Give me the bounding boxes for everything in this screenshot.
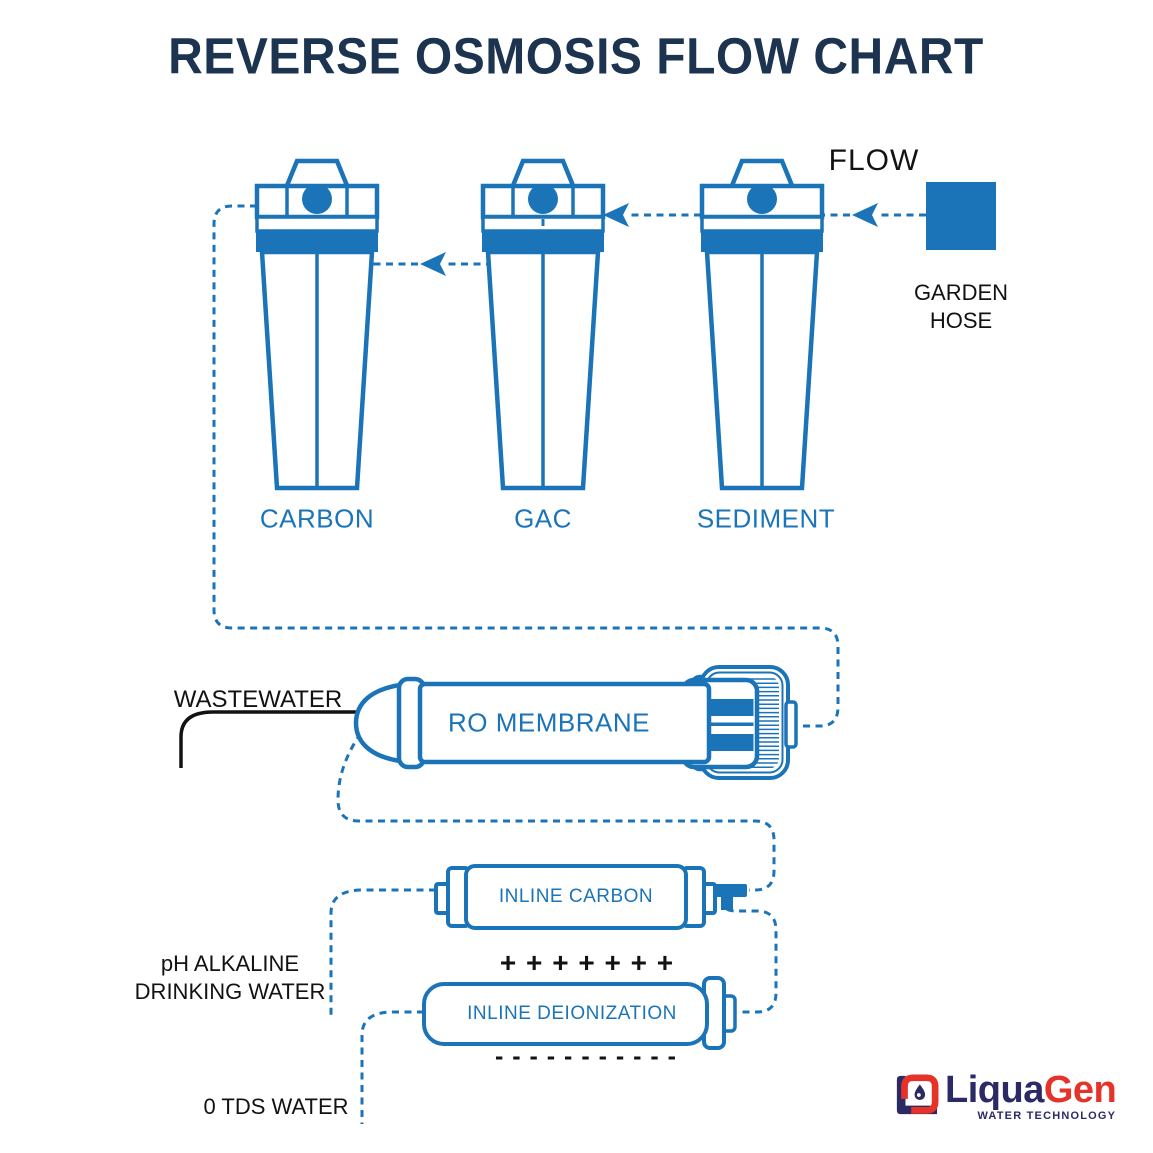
gac-blue-band (482, 231, 604, 252)
alkaline-output-line2: DRINKING WATER (134, 979, 326, 1004)
membrane-body (417, 681, 712, 765)
tube-tee-to-deionization (725, 908, 778, 1014)
flow-arrowheads (420, 203, 878, 276)
arrowhead-into-carbon (420, 252, 446, 276)
tube-to-alkaline-output (329, 888, 436, 1018)
liquagen-logo-text: LiquaGen WATER TECHNOLOGY (945, 1068, 1117, 1122)
logo-red-square (901, 1074, 939, 1114)
flow-label: FLOW (828, 144, 920, 177)
carbon-collar-band (255, 215, 379, 233)
deionization-body (422, 982, 709, 1046)
sediment-blue-band (701, 231, 823, 252)
inline-deionization-unit (422, 976, 737, 1050)
garden-hose-label: GARDEN HOSE (914, 279, 1008, 335)
carbon-blue-band (256, 231, 378, 252)
wastewater-line (179, 710, 356, 768)
alkaline-output-label: pH ALKALINE DRINKING WATER (135, 950, 326, 1006)
inline-carbon-body (464, 864, 688, 930)
membrane-dome (353, 681, 410, 765)
garden-hose-label-line2: HOSE (929, 308, 993, 333)
tube-membrane-to-inline-carbon (336, 732, 776, 892)
carbon-port-circle (302, 184, 332, 214)
brand-name-primary: Liqua (945, 1069, 1044, 1111)
tee-fitting-bar (713, 884, 747, 897)
membrane-cap-stripe (686, 722, 754, 726)
arrowhead-into-sediment (852, 203, 878, 227)
wastewater-label: WASTEWATER (173, 686, 343, 713)
alkaline-output-line1: pH ALKALINE (160, 951, 300, 976)
liquagen-logo-mark (896, 1074, 939, 1115)
inline-deionization-label: INLINE DEIONIZATION (467, 1003, 677, 1024)
liquagen-logo: LiquaGen WATER TECHNOLOGY (893, 1068, 1143, 1140)
garden-hose-label-line1: GARDEN (913, 280, 1009, 305)
gac-port-circle (528, 184, 558, 214)
zero-tds-label: 0 TDS WATER (203, 1094, 349, 1119)
carbon-filter-label: CARBON (259, 503, 375, 534)
tube-carbon-to-membrane (212, 204, 840, 728)
tee-fitting (713, 884, 747, 910)
logo-drop-highlight (916, 1093, 921, 1097)
brand-name-accent: Gen (1043, 1069, 1117, 1111)
gac-filter-label: GAC (514, 503, 572, 534)
page-title: REVERSE OSMOSIS FLOW CHART (168, 28, 984, 86)
membrane-outlet-nub (784, 700, 798, 749)
brand-tagline: WATER TECHNOLOGY (977, 1110, 1117, 1122)
sediment-collar-band (700, 215, 824, 233)
logo-water-drop-icon (914, 1084, 926, 1101)
inline-carbon-unit (434, 864, 717, 930)
ro-membrane-label: RO MEMBRANE (448, 707, 650, 738)
garden-hose-block (926, 182, 996, 250)
positive-ions-row: + + + + + + + (499, 947, 675, 978)
negative-ions-row: - - - - - - - - - - - (494, 1042, 678, 1071)
sediment-port-circle (747, 184, 777, 214)
sediment-filter-label: SEDIMENT (696, 503, 836, 534)
flow-tubing-dashed (212, 204, 926, 1124)
gac-canister (480, 158, 606, 491)
ro-membrane-unit (353, 665, 798, 780)
carbon-canister (254, 158, 380, 491)
tube-to-zero-tds-output (360, 1010, 424, 1124)
tee-fitting-stem (721, 896, 733, 910)
liquagen-wordmark: LiquaGen (945, 1068, 1117, 1112)
inline-carbon-label: INLINE CARBON (498, 886, 654, 907)
sediment-canister (699, 158, 825, 491)
arrowhead-into-gac (603, 203, 629, 227)
